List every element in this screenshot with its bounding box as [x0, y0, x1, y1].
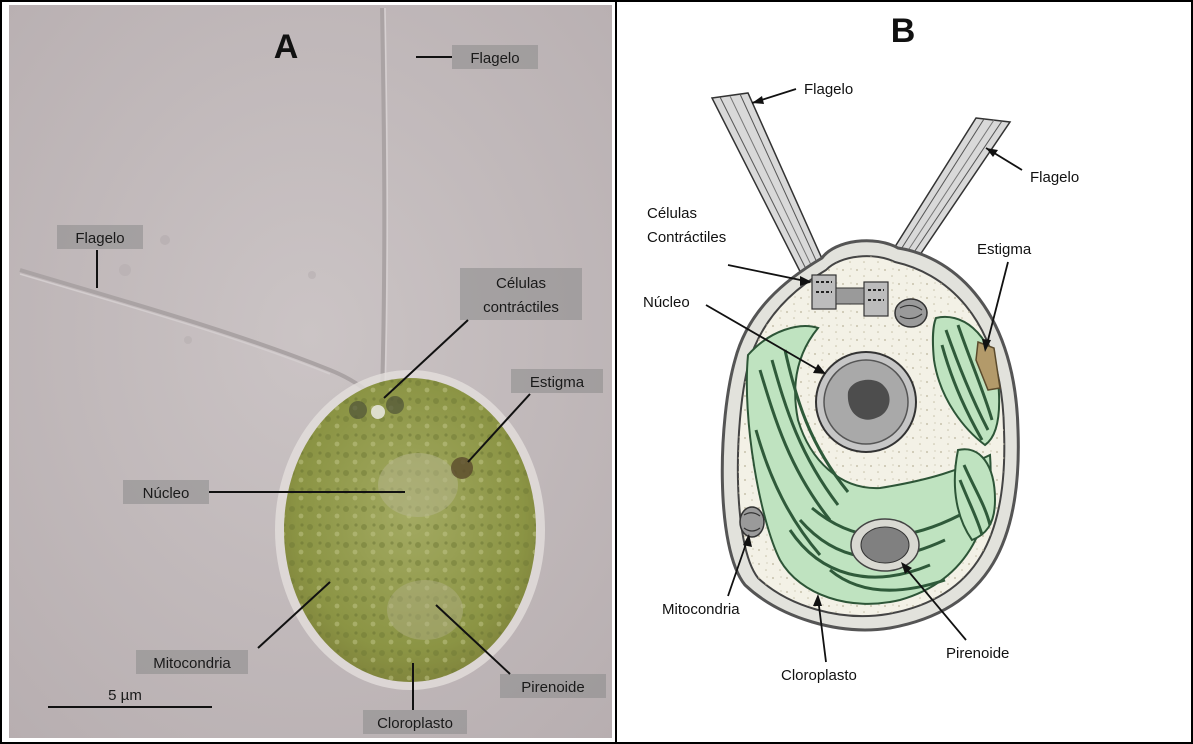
panel-a: A Flagelo Flagelo Células contráctiles E… [9, 5, 612, 738]
micrograph-pyrenoid [387, 580, 463, 640]
label-b-celulas-line1: Células [647, 205, 697, 222]
label-a-cloroplasto-text: Cloroplasto [377, 715, 453, 732]
diagram-nucleus [816, 352, 916, 452]
label-a-flagelo-top-text: Flagelo [470, 50, 519, 67]
label-a-estigma-text: Estigma [530, 374, 585, 391]
label-a-flagelo-left-text: Flagelo [75, 230, 124, 247]
diagram-pyrenoid [851, 519, 919, 571]
label-b-cloroplasto-text: Cloroplasto [781, 667, 857, 684]
label-a-mitocondria-text: Mitocondria [153, 655, 231, 672]
label-b-estigma-text: Estigma [977, 241, 1032, 258]
label-b-nucleo-text: Núcleo [643, 294, 690, 311]
micrograph-nucleus [378, 453, 458, 517]
label-a-nucleo-text: Núcleo [143, 485, 190, 502]
micrograph-flagellum-top [382, 8, 384, 395]
label-b-flagelo-left-text: Flagelo [804, 81, 853, 98]
label-b-mitocondria-text: Mitocondria [662, 601, 740, 618]
label-b-celulas-line2: Contráctiles [647, 229, 726, 246]
label-a-celulas-line1: Células [496, 275, 546, 292]
label-a-celulas-line2: contráctiles [483, 299, 559, 316]
panel-a-letter: A [274, 28, 299, 66]
scale-bar-text: 5 µm [108, 687, 142, 704]
panel-b-letter: B [891, 12, 916, 50]
label-b-pirenoide-text: Pirenoide [946, 645, 1009, 662]
label-a-pirenoide-text: Pirenoide [521, 679, 584, 696]
label-b-flagelo-right-text: Flagelo [1030, 169, 1079, 186]
